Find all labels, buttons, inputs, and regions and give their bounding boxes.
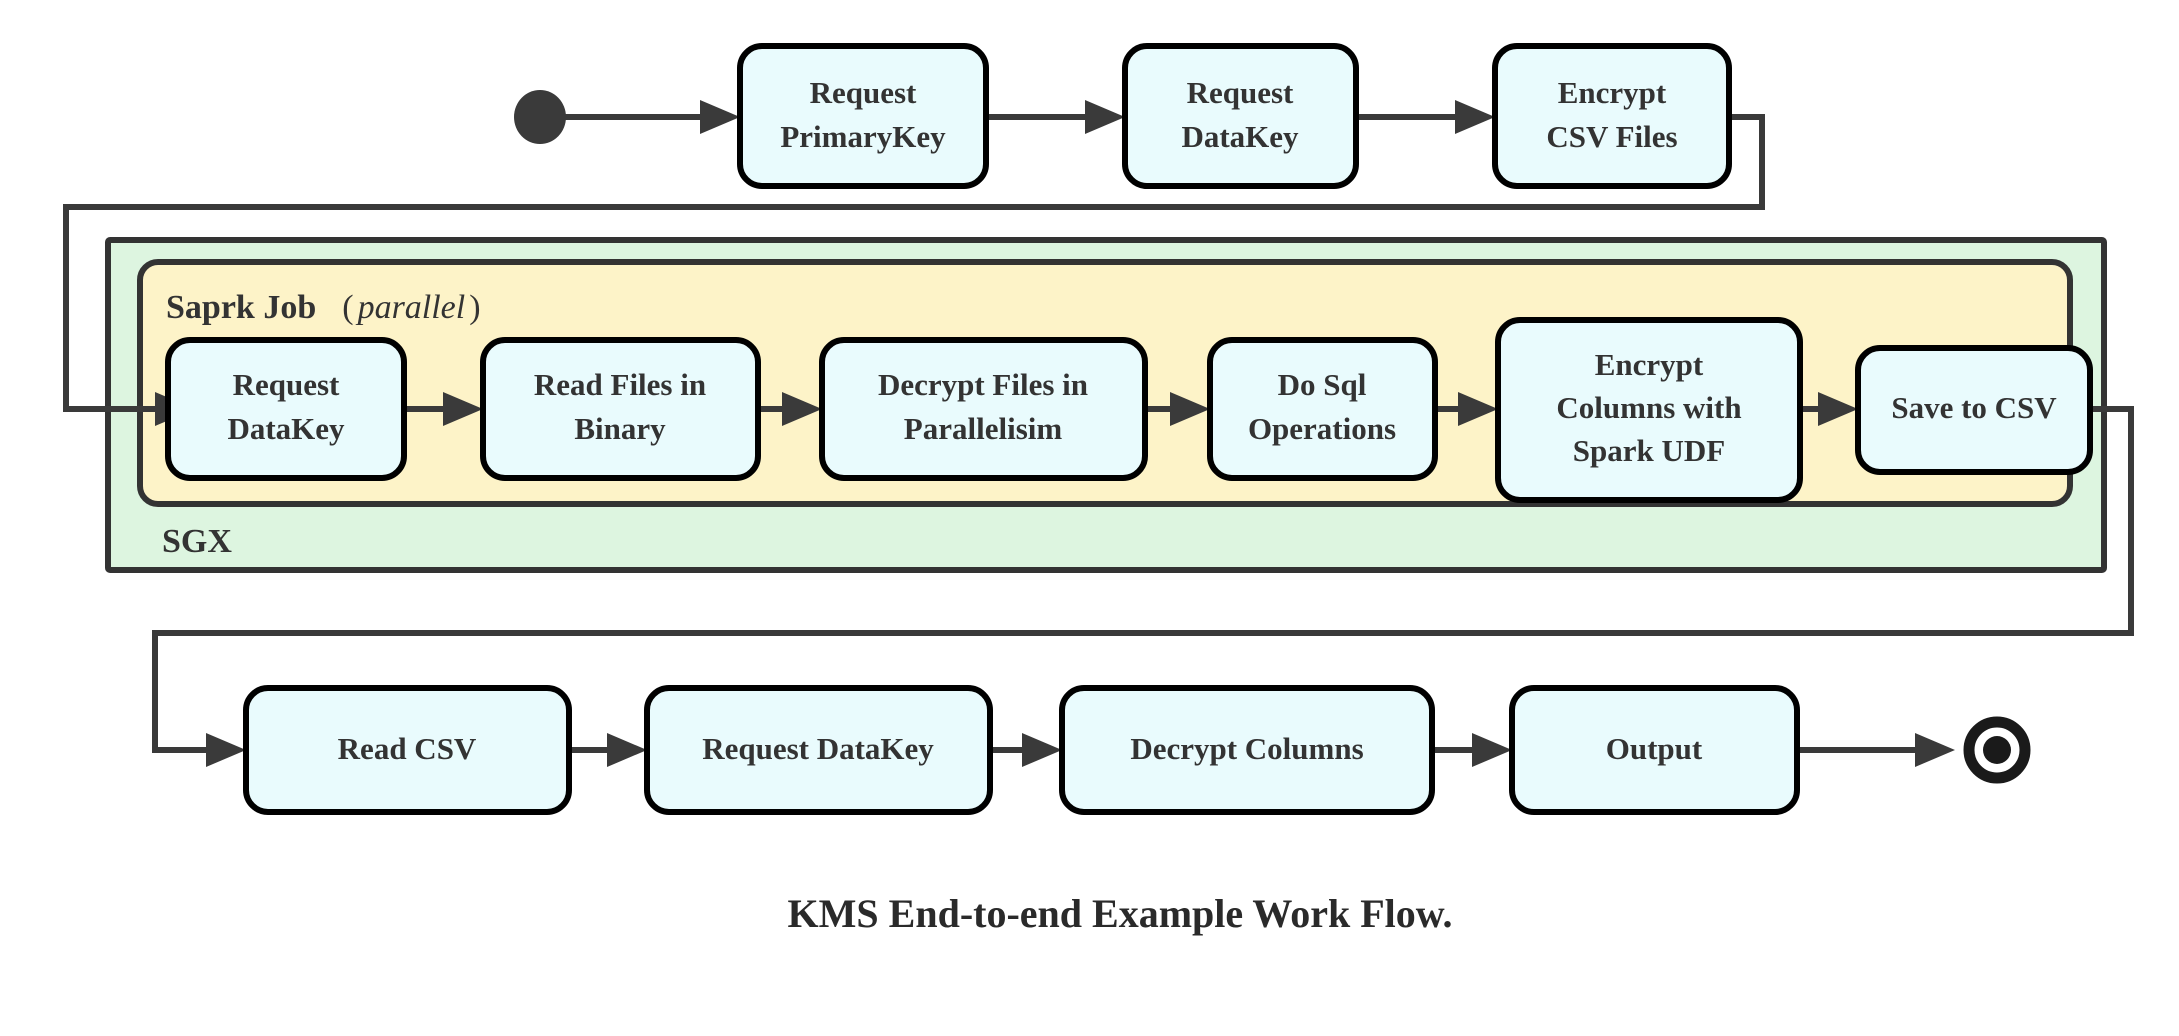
node-request-datakey-spark-line-1: DataKey (227, 411, 345, 446)
edge-read-files-in-binary-to-decrypt-files (758, 392, 822, 426)
node-decrypt-columns-line-0: Decrypt Columns (1130, 731, 1363, 766)
node-encrypt-columns-line-1: Columns with (1556, 390, 1741, 425)
node-request-primarykey-line-1: PrimaryKey (780, 119, 946, 154)
node-read-csv-line-0: Read CSV (338, 731, 477, 766)
edge-decrypt-files-to-do-sql-operations (1145, 392, 1210, 426)
spark-job-label-parallel: parallel (356, 289, 466, 326)
spark-job-label-close-paren: ) (469, 289, 480, 326)
node-request-primarykey[interactable]: Request PrimaryKey (737, 43, 989, 189)
node-output[interactable]: Output (1509, 685, 1800, 815)
node-decrypt-columns[interactable]: Decrypt Columns (1059, 685, 1435, 815)
node-request-datakey-bottom-line-0: Request DataKey (702, 731, 934, 766)
end-core-icon (1983, 736, 2011, 764)
node-read-files-in-binary-rect[interactable] (480, 337, 761, 481)
node-do-sql-operations-line-1: Operations (1248, 411, 1396, 446)
node-save-to-csv[interactable]: Save to CSV (1855, 345, 2093, 475)
edge-request-primarykey-to-request-datakey-top (986, 100, 1125, 134)
edge-request-datakey-spark-to-read-files-in-binary (404, 392, 483, 426)
node-read-files-in-binary-line-0: Read Files in (534, 367, 706, 402)
node-request-datakey-top-line-1: DataKey (1181, 119, 1299, 154)
node-do-sql-operations-rect[interactable] (1207, 337, 1438, 481)
node-decrypt-files-in-parallelisim-rect[interactable] (819, 337, 1148, 481)
node-save-to-csv-line-0: Save to CSV (1891, 390, 2057, 425)
node-output-rect[interactable] (1509, 685, 1800, 815)
node-request-datakey-bottom[interactable]: Request DataKey (644, 685, 993, 815)
spark-job-label-main: Saprk Job (166, 289, 316, 326)
edge-output-to-end (1797, 733, 1955, 767)
edge-decrypt-columns-to-output (1432, 733, 1512, 767)
end-node (1963, 716, 2031, 784)
node-request-datakey-bottom-rect[interactable] (644, 685, 993, 815)
sgx-container-label: SGX (162, 523, 232, 560)
node-request-primarykey-rect[interactable] (737, 43, 989, 189)
node-encrypt-columns-line-2: Spark UDF (1573, 433, 1725, 468)
node-encrypt-columns-line-0: Encrypt (1595, 347, 1704, 382)
node-encrypt-csv-files[interactable]: Encrypt CSV Files (1492, 43, 1732, 189)
node-encrypt-csv-files-line-1: CSV Files (1546, 119, 1677, 154)
node-do-sql-operations-line-0: Do Sql (1278, 367, 1367, 402)
node-request-datakey-top[interactable]: Request DataKey (1122, 43, 1359, 189)
node-request-datakey-top-line-0: Request (1187, 75, 1294, 110)
edge-read-csv-to-request-datakey-bottom (569, 733, 647, 767)
node-encrypt-csv-files-rect[interactable] (1492, 43, 1732, 189)
node-read-csv-rect[interactable] (243, 685, 572, 815)
edge-do-sql-operations-to-encrypt-columns (1435, 392, 1498, 426)
spark-job-container-label: Saprk Job ( parallel ) (166, 289, 481, 326)
node-request-datakey-spark-line-0: Request (233, 367, 340, 402)
node-request-datakey-top-rect[interactable] (1122, 43, 1359, 189)
node-decrypt-files-line-0: Decrypt Files in (878, 367, 1088, 402)
node-do-sql-operations[interactable]: Do Sql Operations (1207, 337, 1438, 481)
node-request-datakey-spark[interactable]: Request DataKey (165, 337, 407, 481)
node-read-csv[interactable]: Read CSV (243, 685, 572, 815)
edge-start-to-request-primarykey (563, 100, 740, 134)
node-save-to-csv-rect[interactable] (1855, 345, 2093, 475)
node-read-files-in-binary-line-1: Binary (574, 411, 666, 446)
diagram-caption: KMS End-to-end Example Work Flow. (788, 891, 1453, 936)
end-ring-icon (1963, 716, 2031, 784)
node-request-datakey-spark-rect[interactable] (165, 337, 407, 481)
node-output-line-0: Output (1606, 731, 1703, 766)
edge-request-datakey-bottom-to-decrypt-columns (990, 733, 1062, 767)
edge-save-to-csv-to-read-csv (152, 406, 2134, 767)
start-node (514, 90, 566, 144)
node-request-primarykey-line-0: Request (810, 75, 917, 110)
node-decrypt-files-line-1: Parallelisim (904, 411, 1063, 446)
node-decrypt-files-in-parallelisim[interactable]: Decrypt Files in Parallelisim (819, 337, 1148, 481)
spark-job-label-open-paren: ( (342, 289, 353, 326)
edge-request-datakey-top-to-encrypt-csv-files (1356, 100, 1495, 134)
node-read-files-in-binary[interactable]: Read Files in Binary (480, 337, 761, 481)
node-encrypt-csv-files-line-0: Encrypt (1558, 75, 1667, 110)
node-encrypt-columns-with-spark-udf[interactable]: Encrypt Columns with Spark UDF (1495, 317, 1803, 503)
start-circle-icon (514, 90, 566, 144)
node-decrypt-columns-rect[interactable] (1059, 685, 1435, 815)
node-encrypt-columns-rect[interactable] (1495, 317, 1803, 503)
